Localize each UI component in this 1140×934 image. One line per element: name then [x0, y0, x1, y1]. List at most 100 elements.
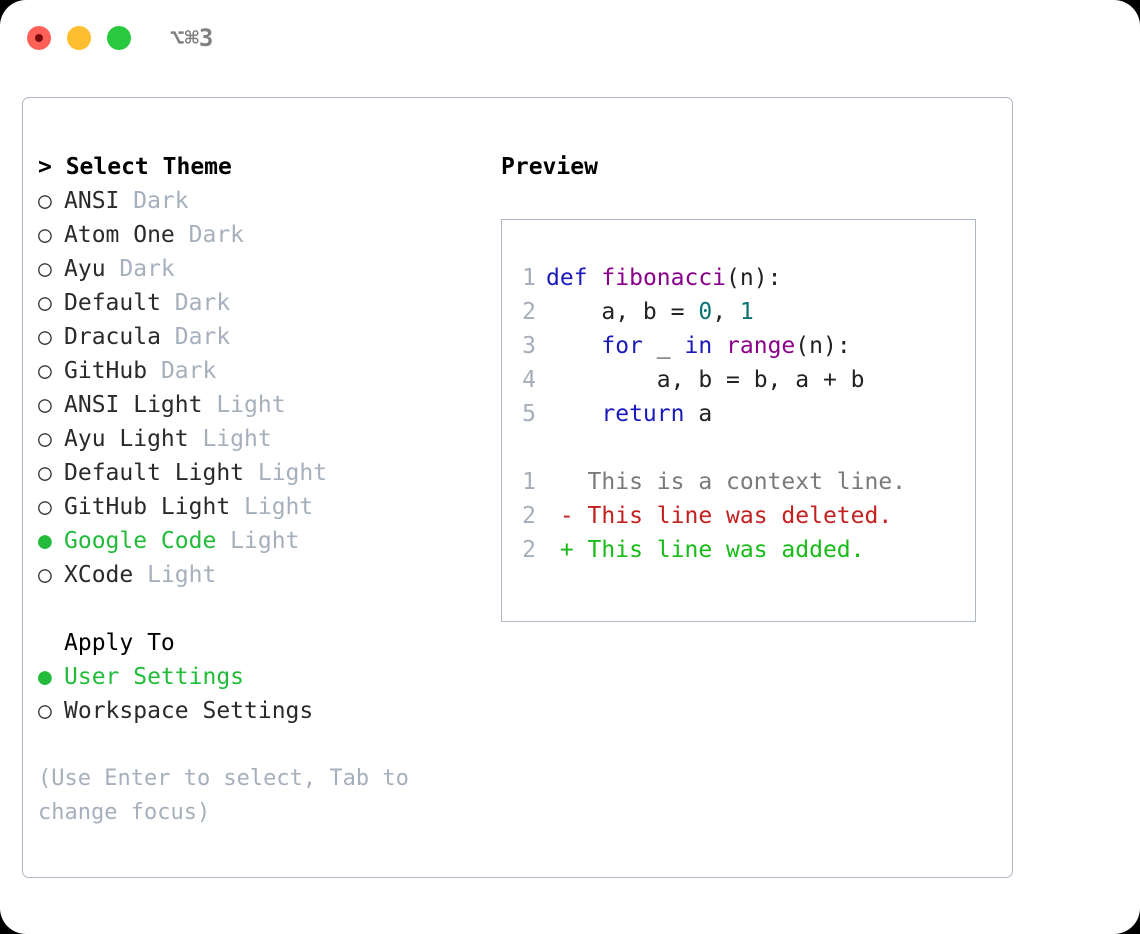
radio-unselected-icon: ○ — [38, 290, 52, 316]
theme-name: ANSI Light — [64, 392, 203, 418]
theme-option-9[interactable]: ○GitHub Light Light — [38, 490, 478, 524]
code-text: return a — [536, 401, 712, 427]
theme-option-11[interactable]: ○XCode Light — [38, 558, 478, 592]
keyboard-shortcut-label: ⌥⌘3 — [170, 24, 214, 52]
radio-unselected-icon: ○ — [38, 324, 52, 350]
theme-variant-badge: Dark — [147, 358, 217, 384]
line-number: 1 — [522, 469, 536, 495]
theme-name: GitHub Light — [64, 494, 231, 520]
theme-name: Default Light — [64, 460, 245, 486]
diff-line-3: 2 + This line was added. — [514, 533, 969, 567]
line-number: 5 — [522, 401, 536, 427]
theme-option-3[interactable]: ○ Default Dark — [38, 286, 478, 320]
token-num: 0 — [698, 299, 713, 325]
close-button[interactable] — [27, 26, 51, 50]
theme-name: Default — [64, 290, 161, 316]
radio-unselected-icon: ○ — [38, 358, 52, 384]
diff-text-del: - This line was deleted. — [546, 503, 893, 529]
apply-to-option-list[interactable]: ● User Settings ○ Workspace Settings — [38, 660, 478, 728]
theme-option-list[interactable]: ○ ANSI Dark ○ Atom One Dark ○ Ayu Dark ○ Defaul… — [38, 184, 478, 592]
preview-heading: Preview — [501, 154, 598, 180]
radio-unselected-icon: ○ — [38, 698, 52, 724]
theme-name: Atom One — [64, 222, 175, 248]
theme-name: Google Code — [64, 528, 217, 554]
code-line-3: 3 for _ in range(n): — [514, 329, 969, 363]
radio-unselected-icon: ○ — [38, 460, 52, 486]
diff-line-2: 2 - This line was deleted. — [514, 499, 969, 533]
theme-option-1[interactable]: ○Atom One Dark — [38, 218, 478, 252]
code-line-4: 4 a, b = b, a + b — [514, 363, 969, 397]
theme-name: ANSI — [64, 188, 120, 214]
select-theme-heading: > Select Theme — [38, 154, 232, 180]
token-pl: , — [712, 299, 740, 325]
theme-variant-badge: Dark — [160, 324, 231, 350]
code-text: a, b = b, a + b — [536, 367, 865, 393]
line-number: 2 — [522, 537, 536, 563]
apply-to-label: User Settings — [64, 664, 245, 690]
radio-selected-icon: ● — [38, 664, 52, 690]
code-line-1: 1 def fibonacci(n): — [514, 261, 969, 295]
token-pl: _ — [642, 333, 685, 359]
theme-name: XCode — [64, 562, 134, 588]
theme-variant-badge: Light — [188, 426, 272, 452]
maximize-button[interactable] — [107, 26, 131, 50]
diff-line-1: 1 This is a context line. — [514, 465, 969, 499]
radio-unselected-icon: ○ — [38, 188, 52, 214]
close-icon — [35, 34, 43, 42]
token-pl: a, b = b, a + b — [546, 367, 865, 393]
token-pl: a — [684, 401, 713, 427]
token-num: 1 — [739, 299, 754, 325]
radio-unselected-icon: ○ — [38, 562, 52, 588]
token-pl: (n): — [726, 265, 782, 291]
token-kw: return — [601, 401, 685, 427]
radio-unselected-icon: ○ — [38, 222, 52, 248]
line-number: 1 — [522, 265, 536, 291]
theme-variant-badge: Light — [202, 392, 286, 418]
theme-selector-panel: > Select Theme ○ANSI Dark○Atom One Dark○… — [22, 97, 1013, 878]
code-text: for _ in range(n): — [536, 333, 850, 359]
code-line-5: 5 return a — [514, 397, 969, 431]
theme-variant-badge: Light — [244, 460, 328, 486]
radio-unselected-icon: ○ — [38, 256, 52, 282]
apply-to-option-1[interactable]: ○ Workspace Settings — [38, 694, 478, 728]
theme-variant-badge: Dark — [119, 188, 189, 214]
minimize-button[interactable] — [67, 26, 91, 50]
diff-text-ctx: This is a context line. — [546, 469, 907, 495]
theme-option-8[interactable]: ○ Default Light Light — [38, 456, 478, 490]
theme-option-5[interactable]: ○ GitHub Dark — [38, 354, 478, 388]
token-kw: def — [546, 265, 588, 291]
radio-unselected-icon: ○ — [38, 426, 52, 452]
code-text: a, b = 0, 1 — [536, 299, 754, 325]
token-pl — [588, 265, 602, 291]
code-line-2: 2 a, b = 0, 1 — [514, 295, 969, 329]
apply-to-heading: Apply To — [64, 630, 175, 656]
token-fn: range — [726, 333, 796, 359]
theme-option-2[interactable]: ○Ayu Dark — [38, 252, 478, 286]
line-number: 2 — [522, 299, 536, 325]
token-kw: in — [684, 333, 713, 359]
theme-option-6[interactable]: ○ANSI Light Light — [38, 388, 478, 422]
apply-to-option-0[interactable]: ● User Settings — [38, 660, 478, 694]
theme-name: Ayu — [64, 256, 106, 282]
keyboard-hint-text: (Use Enter to select, Tab to change focu… — [38, 766, 423, 825]
theme-list-column: > Select Theme ○ANSI Dark○Atom One Dark○… — [38, 150, 478, 830]
token-kw: for — [601, 333, 643, 359]
theme-option-0[interactable]: ○ ANSI Dark — [38, 184, 478, 218]
theme-name: GitHub — [64, 358, 148, 384]
theme-option-7[interactable]: ○ Ayu Light Light — [38, 422, 478, 456]
token-fn: fibonacci — [601, 265, 727, 291]
radio-selected-icon: ● — [38, 528, 52, 554]
theme-variant-badge: Dark — [160, 290, 231, 316]
radio-unselected-icon: ○ — [38, 494, 52, 520]
diff-text-add: + This line was added. — [546, 537, 865, 563]
apply-to-label: Workspace Settings — [64, 698, 314, 724]
theme-name: Dracula — [64, 324, 161, 350]
theme-name: Ayu Light — [64, 426, 189, 452]
line-number: 2 — [522, 503, 536, 529]
theme-option-10[interactable]: ●Google Code Light — [38, 524, 478, 558]
theme-option-4[interactable]: ○ Dracula Dark — [38, 320, 478, 354]
